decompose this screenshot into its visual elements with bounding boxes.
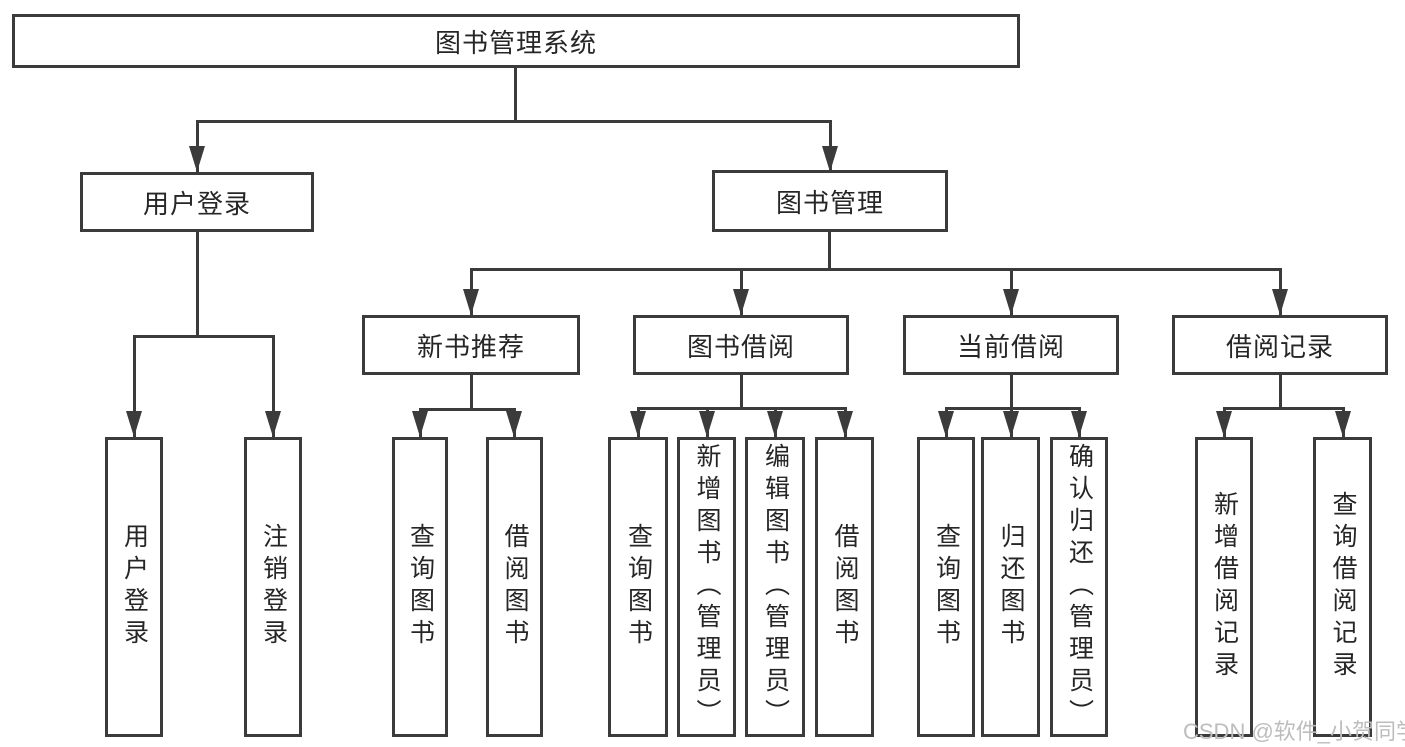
node-borrowing-records: 借阅记录 [1172,315,1388,375]
arrowhead-down-icon [1335,411,1351,437]
node-label: 查询图书 [406,523,435,651]
connector-line [1223,407,1345,410]
node-edit-books-admin: 编辑图书（管理员） [745,437,805,737]
node-label: 新书推荐 [416,331,525,362]
node-label: 借阅图书 [501,523,529,651]
node-label: 注销登录 [259,523,288,651]
node-book-borrowing: 图书借阅 [633,315,849,375]
arrowhead-down-icon [1003,289,1019,315]
csdn-watermark: CSDN @软件_小贺同学 [1183,719,1405,744]
arrowhead-down-icon [1003,411,1019,437]
node-library-management-system: 图书管理系统 [12,14,1020,68]
connector-line [196,120,832,123]
connector-line [470,375,473,408]
node-book-management-group: 图书管理 [712,170,948,232]
arrowhead-down-icon [837,411,853,437]
node-label: 图书管理 [775,187,884,218]
node-label: 图书借阅 [686,331,795,362]
arrowhead-down-icon [822,146,838,172]
connector-line [196,232,199,335]
node-label: 新增图书（管理员） [693,443,721,731]
node-confirm-return-admin: 确认归还（管理员） [1050,437,1108,737]
arrowhead-down-icon [1216,411,1232,437]
node-label: 查询图书 [624,523,653,651]
connector-line [828,232,831,268]
arrowhead-down-icon [1272,289,1288,315]
node-label: 图书管理系统 [434,27,597,58]
node-label: 借阅图书 [831,523,859,651]
node-query-books-1: 查询图书 [392,437,448,737]
arrowhead-down-icon [733,289,749,315]
connector-line [945,407,1081,410]
connector-line [637,407,847,410]
node-user-login-group: 用户登录 [80,172,314,232]
node-label: 新增借阅记录 [1210,491,1239,683]
node-borrow-books-1: 借阅图书 [486,437,543,737]
connector-line [1279,375,1282,407]
arrowhead-down-icon [265,411,281,437]
node-logout: 注销登录 [244,437,302,737]
node-query-borrowing-record: 查询借阅记录 [1313,437,1372,737]
arrowhead-down-icon [630,411,646,437]
arrowhead-down-icon [412,411,428,437]
arrowhead-down-icon [1071,411,1087,437]
arrowhead-down-icon [463,289,479,315]
node-current-borrowing: 当前借阅 [903,315,1119,375]
arrowhead-down-icon [189,146,205,172]
arrowhead-down-icon [767,411,783,437]
node-label: 当前借阅 [956,331,1065,362]
arrowhead-down-icon [938,411,954,437]
node-return-books: 归还图书 [981,437,1040,737]
connector-line [133,335,136,437]
connector-line [272,335,275,437]
node-label: 借阅记录 [1225,331,1334,362]
node-new-book-recommendation: 新书推荐 [362,315,580,375]
node-query-books-3: 查询图书 [917,437,975,737]
node-borrow-books-2: 借阅图书 [815,437,874,737]
node-user-login: 用户登录 [105,437,163,737]
connector-line [133,335,275,338]
node-label: 用户登录 [120,523,149,651]
arrowhead-down-icon [699,411,715,437]
node-label: 归还图书 [997,523,1025,651]
node-label: 确认归还（管理员） [1065,443,1094,731]
connector-line [740,375,743,407]
connector-line [470,268,1282,271]
arrowhead-down-icon [126,411,142,437]
node-label: 查询图书 [932,523,961,651]
connector-line [419,408,516,411]
node-label: 编辑图书（管理员） [761,443,790,731]
node-label: 查询借阅记录 [1329,491,1357,683]
node-label: 用户登录 [142,188,251,219]
connector-line [514,68,517,120]
node-add-borrowing-record: 新增借阅记录 [1195,437,1253,737]
node-query-books-2: 查询图书 [608,437,668,737]
node-add-books-admin: 新增图书（管理员） [677,437,736,737]
arrowhead-down-icon [506,411,522,437]
connector-line [1010,375,1013,407]
